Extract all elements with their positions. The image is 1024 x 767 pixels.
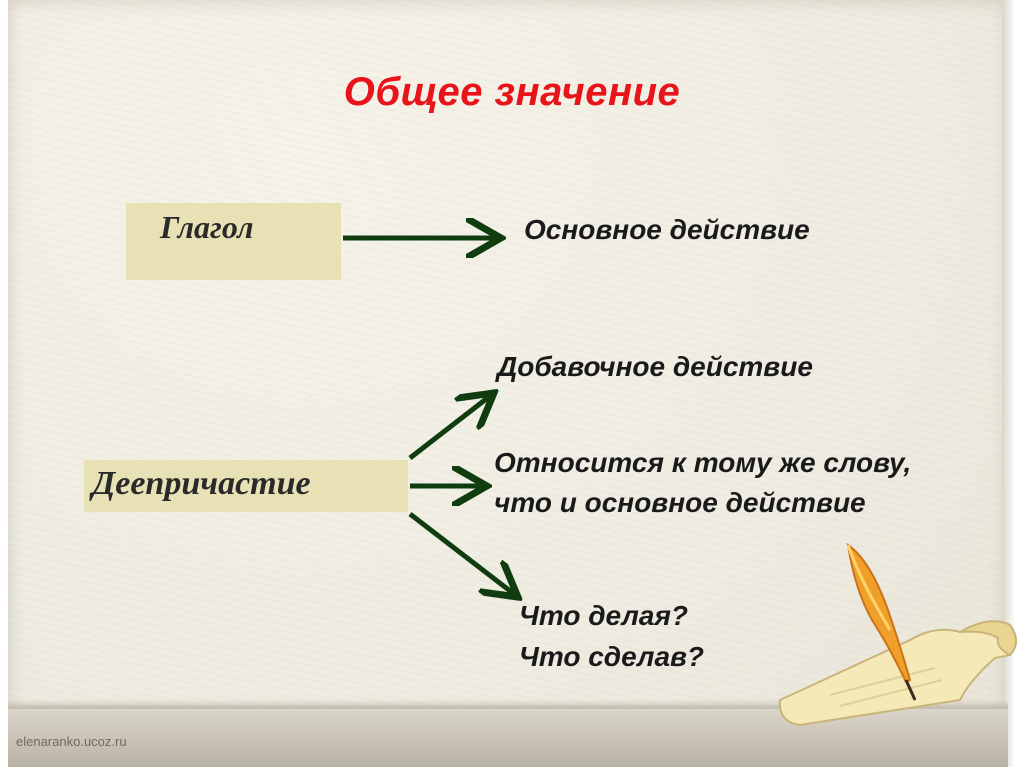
question-2: Что сделав? xyxy=(519,641,705,672)
question-1: Что делая? xyxy=(519,600,689,631)
paper-background xyxy=(8,0,1008,767)
relates-line-2: что и основное действие xyxy=(494,487,866,518)
verb-box: Глагол xyxy=(126,203,341,280)
verb-meaning: Основное действие xyxy=(524,214,810,245)
verb-label: Глагол xyxy=(160,209,254,245)
footer-source: elenaranko.ucoz.ru xyxy=(16,734,127,749)
participle-label: Деепричастие xyxy=(92,465,311,502)
slide-title: Общее значение xyxy=(343,70,681,114)
arrow-to-additional xyxy=(408,396,490,460)
additional-action: Добавочное действие xyxy=(497,351,813,382)
arrow-to-questions xyxy=(408,512,514,594)
paper-scroll-icon xyxy=(778,620,1017,727)
relates-line-1: Относится к тому же слову, xyxy=(494,447,912,478)
paper-edge xyxy=(1002,0,1024,767)
participle-box: Деепричастие xyxy=(84,460,408,512)
quill-pen-icon xyxy=(778,542,1017,727)
